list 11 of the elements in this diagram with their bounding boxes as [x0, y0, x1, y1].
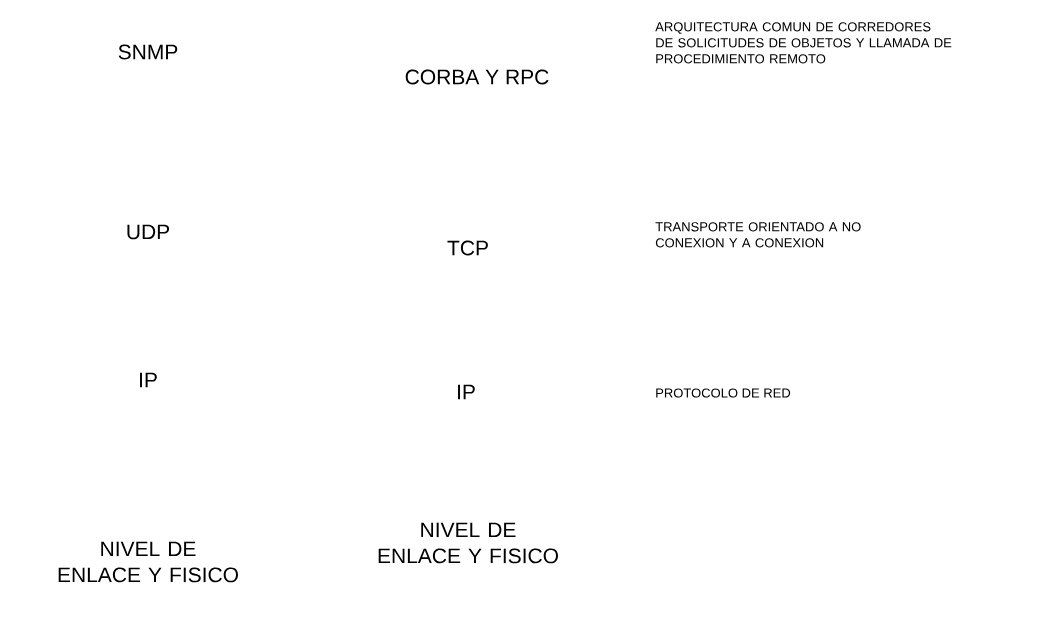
protocol-label: SNMP	[118, 44, 178, 60]
protocol-label: IP	[140, 372, 157, 388]
layer-label: NIVEL DE ENLACE Y FISICO	[58, 541, 238, 583]
protocol-label: UDP	[127, 224, 170, 240]
description-text: PROTOCOLO DE RED	[656, 388, 791, 398]
description-text: ARQUITECTURA COMUN DE CORREDORES DE SOLICITUDES DE OBJETOS Y LLAMADA DE PROCEDIMIENTO REMOTO	[655, 22, 952, 64]
layer-label: NIVEL DE ENLACE Y FISICO	[378, 522, 558, 564]
protocol-label: TCP	[447, 240, 488, 256]
protocol-label: CORBA Y RPC	[405, 69, 549, 85]
description-text: TRANSPORTE ORIENTADO A NO CONEXION Y A CONEXION	[655, 222, 861, 248]
protocol-label: IP	[458, 384, 475, 400]
